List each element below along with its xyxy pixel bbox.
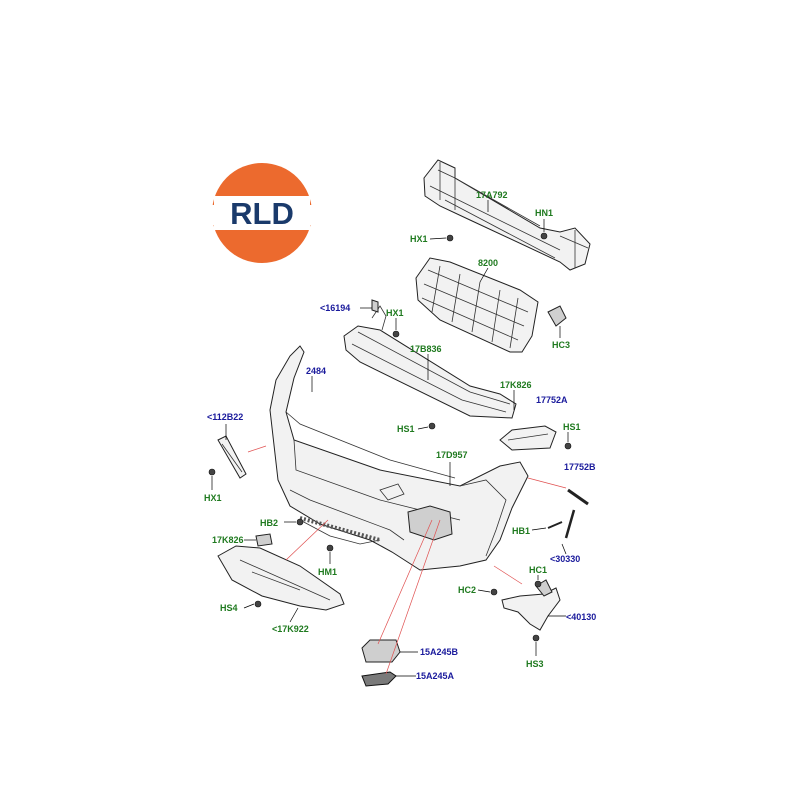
- bumper-cover-illustration: [269, 345, 529, 571]
- grille-illustration: [415, 257, 567, 353]
- undertray-illustration: [217, 533, 345, 611]
- rld-logo: RLD: [212, 163, 312, 263]
- label-HB2: HB2: [260, 518, 278, 528]
- label-15A245A: 15A245A: [416, 671, 455, 681]
- label-8200: 8200: [478, 258, 498, 268]
- fog-lamp-cover-a-illustration: [361, 671, 397, 687]
- label-HB1: HB1: [512, 526, 530, 536]
- logo-text: RLD: [230, 196, 294, 231]
- lamp-bezel-illustration: [499, 425, 557, 451]
- corner-bracket-illustration: [501, 579, 561, 631]
- fasteners: [208, 232, 589, 642]
- left-bracket-illustration: [217, 435, 247, 479]
- bumper-beam-illustration: [423, 159, 591, 271]
- label-HS4: HS4: [220, 603, 238, 613]
- label-17B836: 17B836: [410, 344, 442, 354]
- label-HS1-center: HS1: [397, 424, 415, 434]
- label-17K826-left: 17K826: [212, 535, 244, 545]
- label-17K826-right: 17K826: [500, 380, 532, 390]
- label-HS1-right: HS1: [563, 422, 581, 432]
- label-HS3: HS3: [526, 659, 544, 669]
- red-reference-lines: [247, 445, 567, 675]
- label-HM1: HM1: [318, 567, 337, 577]
- label-17K922: <17K922: [272, 624, 309, 634]
- label-HX1-mid: HX1: [386, 308, 404, 318]
- label-2484: 2484: [306, 366, 326, 376]
- label-HX1-left: HX1: [204, 493, 222, 503]
- label-HN1: HN1: [535, 208, 553, 218]
- label-17D957: 17D957: [436, 450, 468, 460]
- upper-bracket-illustration: [343, 299, 517, 419]
- label-15A245B: 15A245B: [420, 647, 459, 657]
- label-16194: <16194: [320, 303, 350, 313]
- label-HC1: HC1: [529, 565, 547, 575]
- leader-lines: [211, 200, 569, 677]
- label-40130: <40130: [566, 612, 596, 622]
- label-112B22: <112B22: [207, 412, 243, 422]
- label-17A792: 17A792: [476, 190, 508, 200]
- label-HC3: HC3: [552, 340, 570, 350]
- label-17752B: 17752B: [564, 462, 596, 472]
- part-labels: 17A792 HN1 HX1 8200 <16194 HX1 HC3 17B83…: [204, 190, 596, 681]
- label-HX1-top: HX1: [410, 234, 428, 244]
- label-30330: <30330: [550, 554, 580, 564]
- label-HC2: HC2: [458, 585, 476, 595]
- label-17752A: 17752A: [536, 395, 568, 405]
